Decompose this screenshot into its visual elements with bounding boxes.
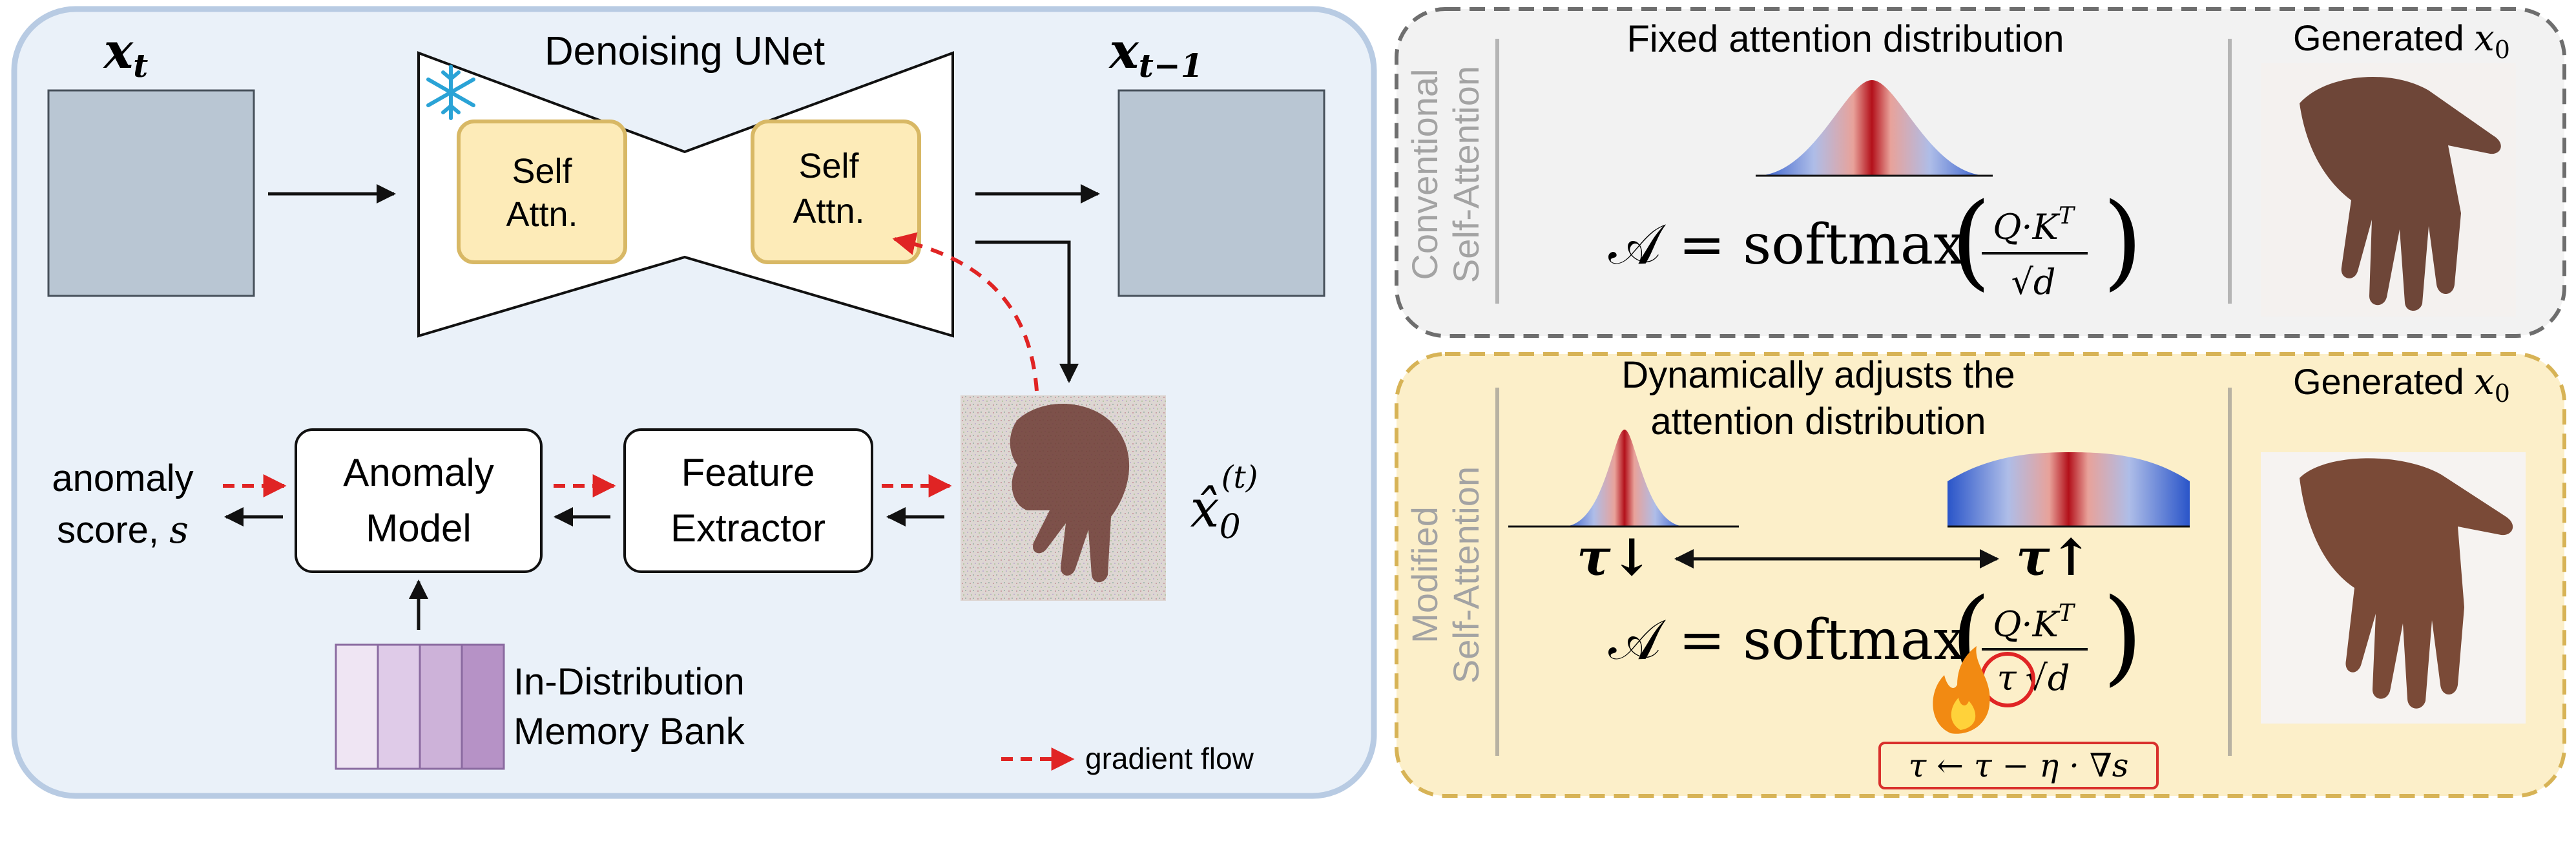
anomaly-score-label-line2: score, s bbox=[57, 508, 189, 552]
input-label: xt bbox=[103, 22, 148, 85]
bottom-side-label: ModifiedSelf-Attention bbox=[1404, 466, 1486, 683]
bottom-generated-label: Generated x0 bbox=[2293, 361, 2510, 408]
memory-bank-label-line1: In-Distribution bbox=[514, 661, 745, 703]
self-attn-right: Self Attn. bbox=[751, 120, 921, 264]
feature-extractor-box: Feature Extractor bbox=[623, 428, 873, 573]
output-label: xt−1 bbox=[1108, 22, 1203, 85]
tau-down-label: τ↓ bbox=[1577, 528, 1653, 587]
fire-icon bbox=[1933, 646, 1990, 734]
bottom-formula-num: Q·KT bbox=[1993, 600, 2076, 645]
svg-text:Feature: Feature bbox=[681, 451, 815, 494]
memory-bank-label-line2: Memory Bank bbox=[514, 711, 745, 753]
smooth-attention-curve bbox=[1948, 452, 2190, 527]
noisy-x0-image bbox=[961, 395, 1166, 601]
bottom-heading-line2: attention distribution bbox=[1650, 401, 1986, 443]
svg-text:Attn.: Attn. bbox=[506, 195, 577, 234]
unet-title: Denoising UNet bbox=[545, 29, 825, 74]
output-image-placeholder bbox=[1117, 89, 1325, 297]
snowflake-icon bbox=[426, 65, 475, 120]
bottom-heading-line1: Dynamically adjusts the bbox=[1621, 354, 2015, 396]
svg-text:Anomaly: Anomaly bbox=[343, 451, 493, 494]
bottom-right-panel: ModifiedSelf-Attention Dynamically adjus… bbox=[1395, 352, 2566, 798]
generated-hand-image-modified bbox=[2261, 452, 2526, 724]
top-formula-num: Q·KT bbox=[1993, 203, 2076, 247]
fixed-attention-curve bbox=[1756, 80, 1988, 176]
top-formula-den: √d bbox=[2011, 262, 2056, 302]
anomaly-model-box: Anomaly Model bbox=[295, 428, 543, 573]
svg-text:Model: Model bbox=[366, 506, 471, 550]
legend-gradient-label: gradient flow bbox=[1085, 742, 1254, 775]
top-generated-label: Generated x0 bbox=[2293, 17, 2510, 64]
svg-text:Attn.: Attn. bbox=[793, 192, 864, 231]
update-rule-box: τ ← τ − η · ∇s bbox=[1878, 742, 2159, 789]
tau-up-label: τ↑ bbox=[2016, 528, 2092, 587]
svg-text:Self: Self bbox=[512, 152, 572, 191]
top-side-label: ConventionalSelf-Attention bbox=[1404, 66, 1486, 283]
top-heading: Fixed attention distribution bbox=[1626, 18, 2064, 60]
bottom-formula-paren-r: ) bbox=[2103, 576, 2143, 696]
left-panel: xt Denoising UNet Self Attn. Self Attn. … bbox=[11, 6, 1377, 799]
memory-bank bbox=[335, 643, 505, 770]
gradient-arrow-to-attn bbox=[892, 232, 1039, 391]
top-formula-paren-l: ( bbox=[1951, 180, 1991, 301]
generated-hand-image-conventional bbox=[2261, 63, 2516, 317]
top-formula-lhs: 𝒜 = softmax bbox=[1608, 213, 1965, 277]
self-attn-left: Self Attn. bbox=[457, 120, 627, 264]
sharp-attention-curve bbox=[1563, 430, 1686, 527]
svg-text:Extractor: Extractor bbox=[670, 506, 826, 550]
x0-hat-label: x̂0(t) bbox=[1190, 459, 1258, 547]
update-rule-text: τ ← τ − η · ∇s bbox=[1909, 747, 2129, 784]
bottom-formula-lhs: 𝒜 = softmax bbox=[1608, 608, 1965, 673]
anomaly-score-label-line1: anomaly bbox=[52, 457, 193, 499]
arrow-unet-to-x0 bbox=[975, 240, 1079, 383]
top-right-panel: ConventionalSelf-Attention Fixed attenti… bbox=[1395, 7, 2566, 338]
input-image-placeholder bbox=[47, 89, 255, 297]
svg-text:Self: Self bbox=[798, 147, 859, 185]
top-formula-paren-r: ) bbox=[2103, 180, 2143, 301]
